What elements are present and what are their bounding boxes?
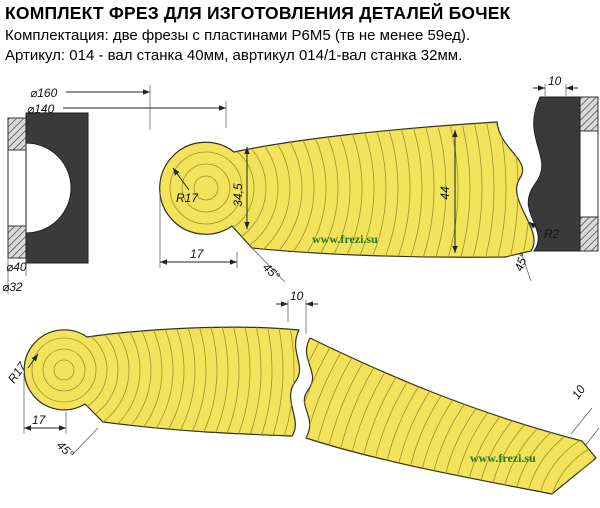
counter-knife-body [527,96,581,252]
dim-10-joint: 10 [290,289,304,303]
dim-dia-32: ⌀32 [2,280,23,294]
dim-17-top: 17 [190,247,205,261]
dim-dia-140: ⌀140 [27,102,55,116]
cutter-profile-cutout [25,142,72,234]
top-stave-profile: R17 34,5 44 45° 17 www.frezi.su [159,121,535,283]
counter-knife-profile: 10 R2 45° [512,75,599,282]
dim-45-bottom: 45° [54,438,77,461]
bottom-right-stave: 10 www.frezi.su [303,337,600,495]
dim-10-right: 10 [569,382,588,401]
bottom-left-stave: R17 17 45° 10 [5,289,318,461]
dim-r17-top: R17 [176,191,199,205]
top-stave-outline [159,121,535,258]
dim-dia-160: ⌀160 [30,86,58,100]
technical-drawing: ⌀160 ⌀140 ⌀40 ⌀32 R17 34,5 44 45° 17 www… [2,75,600,495]
subtitle-line-2: Артикул: 014 - вал станка 40мм, авртикул… [5,47,463,64]
cutter-cross-section: ⌀160 ⌀140 ⌀40 ⌀32 [2,85,227,294]
dim-44: 44 [438,186,452,200]
dim-10-counter: 10 [548,75,562,88]
watermark-top: www.frezi.su [312,232,378,246]
dim-r2: R2 [544,227,560,241]
dim-45-top: 45° [260,260,283,283]
dim-34-5: 34,5 [231,183,245,207]
hub-hatch-top [7,117,27,151]
header: КОМПЛЕКТ ФРЕЗ ДЛЯ ИЗГОТОВЛЕНИЯ ДЕТАЛЕЙ Б… [0,0,600,75]
bottom-right-outline [303,337,597,495]
counter-hatch-top [579,96,599,132]
bottom-left-grain [24,327,300,436]
subtitle-line-1: Комплектация: две фрезы с пластинами Р6М… [5,27,471,44]
bottom-left-outline [23,326,301,437]
watermark-bottom: www.frezi.su [470,451,536,465]
page-title: КОМПЛЕКТ ФРЕЗ ДЛЯ ИЗГОТОВЛЕНИЯ ДЕТАЛЕЙ Б… [5,3,511,23]
dim-17-bottom: 17 [32,413,47,427]
counter-hatch-bottom [579,216,599,252]
hub-hatch-bottom [7,225,27,259]
dim-45-counter: 45° [512,251,531,273]
dim-dia-40: ⌀40 [6,260,27,274]
